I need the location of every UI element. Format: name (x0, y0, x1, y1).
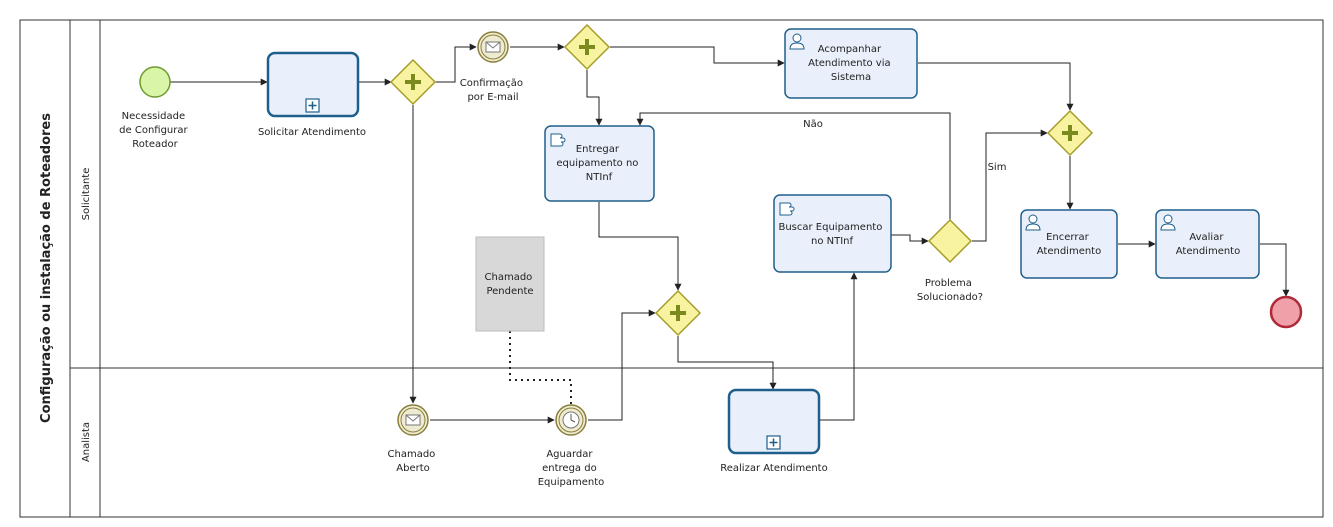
flow-acompanhar-to-gateway3 (918, 62, 1074, 111)
timer-event-aguardar (555, 404, 587, 436)
flow-gateway2-to-acompanhar (610, 46, 785, 67)
task-entregar-label: Entregar equipamento no NTInf (556, 144, 641, 183)
pool-title: Configuração ou instalação de Roteadores (39, 113, 54, 423)
envelope-icon (405, 414, 421, 426)
flow-problema-sim-to-gateway3 (972, 129, 1048, 242)
data-artifact-chamado-pendente: Chamado Pendente (475, 236, 545, 332)
manual-task-icon (779, 202, 795, 216)
task-avaliar-atendimento[interactable]: Avaliar Atendimento (1155, 209, 1260, 279)
parallel-gateway-1 (389, 58, 437, 106)
task-acompanhar-atendimento[interactable]: Acompanhar Atendimento via Sistema (784, 28, 918, 99)
exclusive-gateway-problema (927, 218, 973, 264)
message-event-chamado-aberto-label: Chamado Aberto (388, 449, 439, 474)
envelope-icon (485, 41, 501, 53)
start-event-label: Necessidade de Configurar Roteador (119, 111, 191, 150)
flow-gateway2-to-entregar (586, 70, 603, 126)
flow-avaliar-to-end (1260, 243, 1290, 297)
manual-task-icon (550, 133, 566, 147)
artifact-label: Chamado Pendente (485, 272, 536, 297)
user-icon (1025, 214, 1041, 231)
clock-icon (562, 411, 580, 429)
user-icon (1160, 214, 1176, 231)
message-event-chamado-aberto (397, 404, 429, 436)
subprocess-realizar-label: Realizar Atendimento (720, 463, 827, 474)
sequence-flows (170, 43, 1290, 424)
task-entregar-equipamento[interactable]: Entregar equipamento no NTInf (544, 125, 655, 202)
flow-problema-nao-to-entregar (636, 112, 951, 220)
task-acompanhar-label: Acompanhar Atendimento via Sistema (808, 44, 894, 83)
task-avaliar-label: Avaliar Atendimento (1176, 232, 1240, 257)
task-encerrar-atendimento[interactable]: Encerrar Atendimento (1020, 209, 1118, 279)
exclusive-gateway-label: Problema Solucionado? (917, 278, 983, 303)
subprocess-expand-icon (305, 98, 320, 113)
flow-label-sim: Sim (988, 162, 1007, 173)
lane-title-solicitante: Solicitante (81, 168, 92, 221)
task-buscar-equipamento[interactable]: Buscar Equipamento no NTInf (773, 194, 892, 273)
flow-gateway4-to-realizar (677, 336, 777, 390)
subprocess-realizar-atendimento[interactable] (727, 388, 821, 455)
message-event-confirmacao-label: Confirmação por E-mail (460, 78, 526, 103)
parallel-gateway-3 (1046, 109, 1094, 157)
message-event-confirmacao (477, 31, 509, 63)
subprocess-solicitar-label: Solicitar Atendimento (258, 127, 366, 138)
user-icon (789, 33, 805, 50)
flow-gateway1-to-email (434, 43, 477, 83)
end-event (1269, 295, 1303, 329)
flow-realizar-to-buscar (819, 272, 858, 421)
parallel-gateway-2 (563, 23, 611, 71)
flow-buscar-to-problema (891, 234, 929, 245)
subprocess-solicitar-atendimento[interactable] (266, 51, 360, 118)
parallel-gateway-4 (654, 289, 702, 337)
lane-title-analista: Analista (81, 422, 92, 462)
timer-event-aguardar-label: Aguardar entrega do Equipamento (538, 449, 605, 488)
start-event (139, 66, 171, 98)
flow-entregar-to-gateway4 (598, 202, 682, 291)
task-buscar-label: Buscar Equipamento no NTInf (778, 222, 885, 247)
flow-aguardar-to-gateway4 (588, 309, 656, 421)
association-chamado-pendente (509, 331, 572, 405)
subprocess-expand-icon (766, 435, 781, 450)
task-encerrar-label: Encerrar Atendimento (1037, 232, 1101, 257)
flow-label-nao: Não (803, 119, 823, 130)
pool: Configuração ou instalação de Roteadores… (19, 19, 1324, 518)
